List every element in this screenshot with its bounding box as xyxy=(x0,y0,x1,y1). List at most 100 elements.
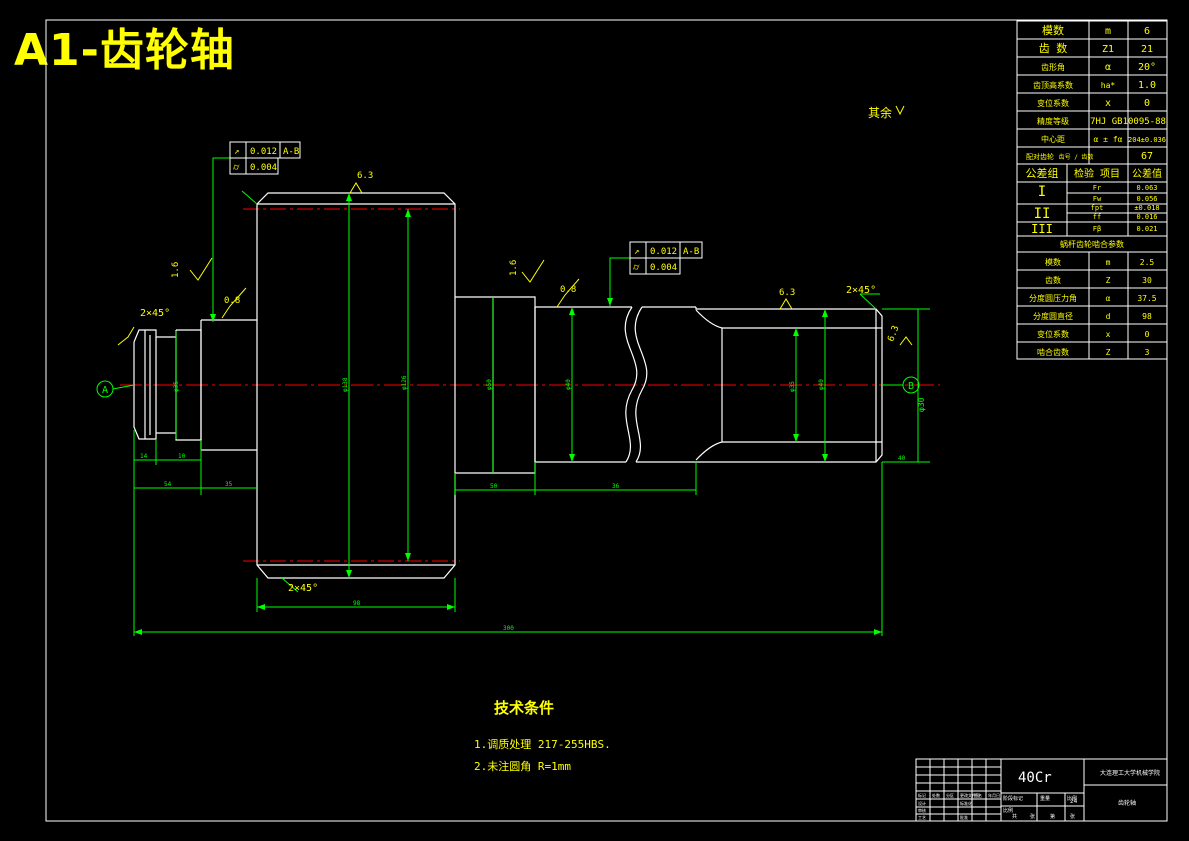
tol-group: III xyxy=(1031,222,1053,236)
tol-item: Fβ xyxy=(1093,225,1101,233)
dim-value: 10 xyxy=(178,453,186,460)
dim-value: φ35 xyxy=(173,381,180,392)
dim-value: φ30 xyxy=(917,397,926,412)
tb-label: 审核 xyxy=(918,807,926,813)
tol-value-header: 公差值 xyxy=(1132,167,1162,180)
tol-item: fpt xyxy=(1091,204,1104,212)
table-label: 变位系数 xyxy=(1037,98,1069,108)
tb-label: 比例 xyxy=(1003,807,1013,814)
table-value: 204±0.036 xyxy=(1128,136,1166,144)
tb-label: 张 xyxy=(1030,813,1035,820)
gdt-datum: A-B xyxy=(683,247,699,257)
table-sym: x xyxy=(1105,98,1111,109)
table-label: 齿 数 xyxy=(1039,42,1068,55)
runout-icon: ↗ xyxy=(634,247,639,257)
tech-req-item: 2.未注圆角 R=1mm xyxy=(474,759,571,773)
roughness-value: 6.3 xyxy=(886,324,901,343)
table-label: 中心距 xyxy=(1041,134,1065,144)
tb-label: 张 xyxy=(1070,813,1075,820)
dim-value: 40 xyxy=(898,455,906,462)
roughness-value: 6.3 xyxy=(779,288,795,298)
worm-sym: Z xyxy=(1106,276,1111,285)
dim-value: 54 xyxy=(164,481,172,488)
tb-label: 标记 xyxy=(918,792,926,798)
dimension-arrows xyxy=(134,193,882,635)
dim-value: φ35 xyxy=(789,381,796,392)
tol-group: II xyxy=(1034,206,1051,222)
material-label: 40Cr xyxy=(1018,770,1052,786)
table-value: 6 xyxy=(1144,26,1150,37)
dim-value: 36 xyxy=(612,483,620,490)
table-value: 7HJ GB10095-88 xyxy=(1090,117,1166,127)
gdt-tolerance: 0.004 xyxy=(250,163,277,173)
worm-sym: α xyxy=(1106,294,1111,303)
tol-group-header: 公差组 xyxy=(1026,166,1059,180)
tb-label: 共 xyxy=(1012,813,1017,820)
worm-sym: Z xyxy=(1106,348,1111,357)
tol-value: 0.021 xyxy=(1136,225,1157,233)
dim-value: φ40 xyxy=(818,379,825,390)
dimension-lines xyxy=(133,157,930,636)
title-block xyxy=(915,758,1168,822)
dim-value: φ50 xyxy=(486,379,493,390)
dim-value: 50 xyxy=(490,483,498,490)
cylindricity-icon: ⌭ xyxy=(233,163,240,173)
tol-item-header: 检验 项目 xyxy=(1074,167,1120,180)
worm-value: 37.5 xyxy=(1137,294,1156,303)
tech-req-item: 1.调质处理 217-255HBS. xyxy=(474,738,611,751)
table-sym: α ± fα xyxy=(1094,135,1123,144)
gdt-datum: A-B xyxy=(283,147,299,157)
table-sym: m xyxy=(1105,26,1111,37)
tb-label: 阶段标记 xyxy=(1003,795,1023,802)
worm-sym: m xyxy=(1106,258,1111,267)
gdt-tolerance: 0.012 xyxy=(250,147,277,157)
roughness-value: 1.6 xyxy=(171,262,181,278)
table-label: 齿形角 xyxy=(1041,62,1065,72)
page-title: A1-齿轮轴 xyxy=(14,25,235,76)
table-value: 67 xyxy=(1141,151,1153,162)
tech-req-heading: 技术条件 xyxy=(494,699,554,717)
roughness-value: 6.3 xyxy=(357,171,373,181)
chamfer-label: 2×45° xyxy=(846,285,876,296)
tb-label: 重量 xyxy=(1040,795,1050,802)
gear-param-table xyxy=(1016,20,1168,360)
worm-header: 蜗杆齿轮啮合参数 xyxy=(1060,239,1124,249)
worm-value: 3 xyxy=(1145,348,1150,357)
table-label: 配对齿轮 xyxy=(1026,152,1054,161)
sheet-number: 24 xyxy=(1070,798,1078,805)
worm-value: 98 xyxy=(1142,312,1152,321)
table-sym: α xyxy=(1105,62,1111,73)
school-name: 大连理工大学机械学院 xyxy=(1100,769,1160,777)
worm-label: 变位系数 xyxy=(1037,329,1069,339)
dim-value: 35 xyxy=(225,481,233,488)
tb-label: 工艺 xyxy=(918,815,926,820)
cylindricity-icon: ⌭ xyxy=(633,263,640,273)
tb-label: 分区 xyxy=(946,792,954,798)
tb-label: 比例 xyxy=(1067,795,1077,802)
tol-value: ±0.018 xyxy=(1134,204,1159,212)
worm-value: 0 xyxy=(1145,330,1150,339)
tb-label: 批准 xyxy=(960,814,968,820)
tb-label: 签名 xyxy=(974,792,982,798)
tol-item: ff xyxy=(1093,213,1101,221)
tol-value: 0.056 xyxy=(1136,195,1157,203)
dim-value: φ40 xyxy=(565,379,572,390)
worm-label: 啮合齿数 xyxy=(1037,347,1069,357)
roughness-value: 0.8 xyxy=(224,296,240,306)
gdt-tolerance: 0.004 xyxy=(650,263,677,273)
tol-value: 0.016 xyxy=(1136,213,1157,221)
tb-label: 设计 xyxy=(918,800,926,806)
gdt-frame-2 xyxy=(629,241,703,275)
table-value: 1.0 xyxy=(1138,80,1156,91)
tb-label: 标准化 xyxy=(960,800,972,806)
table-sym: Z1 xyxy=(1102,44,1114,55)
tb-label: 更改文件号 xyxy=(960,792,980,798)
table-value: 21 xyxy=(1141,44,1153,55)
tb-label: 处数 xyxy=(932,792,940,798)
worm-value: 30 xyxy=(1142,276,1152,285)
runout-icon: ↗ xyxy=(234,147,239,157)
tol-item: Fr xyxy=(1093,184,1101,192)
worm-sym: x xyxy=(1106,330,1111,339)
